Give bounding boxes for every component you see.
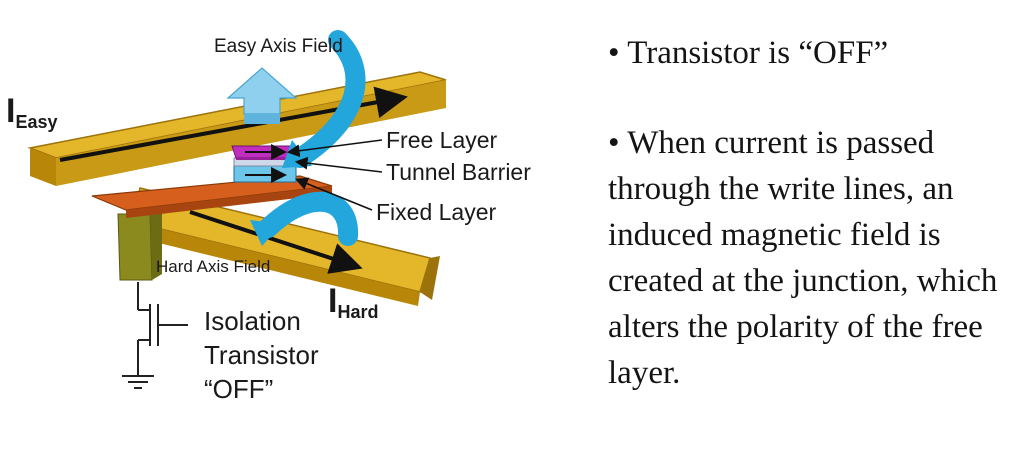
isolation-transistor-label-line1: Isolation — [204, 306, 301, 336]
isolation-transistor-label-line3: “OFF” — [204, 374, 273, 404]
bullet-transistor-off: • Transistor is “OFF” — [608, 35, 889, 71]
bottom-electrode-plate — [91, 175, 333, 218]
explanation-bullets: • Transistor is “OFF” • When current is … — [608, 30, 1008, 440]
ground-icon — [122, 375, 154, 389]
isolation-transistor-symbol — [137, 282, 188, 376]
tunnel-barrier-label: Tunnel Barrier — [386, 159, 531, 185]
fixed-layer-label: Fixed Layer — [376, 199, 497, 225]
isolation-transistor-label-line2: Transistor — [204, 340, 319, 370]
via-post — [117, 208, 162, 281]
curved-field-arrow-bottom — [250, 191, 358, 246]
i-hard-current-arrow — [189, 210, 363, 274]
hard-axis-field-label: Hard Axis Field — [156, 257, 270, 276]
free-layer-leader — [286, 139, 383, 158]
easy-axis-field-up-arrow — [226, 67, 298, 124]
fixed-layer-leader — [295, 177, 373, 211]
bullet-induced-field: • When current is passed through the wri… — [608, 125, 998, 391]
easy-axis-field-label: Easy Axis Field — [214, 36, 343, 57]
i-hard-label: IHard — [328, 282, 378, 322]
i-easy-label: IEasy — [6, 92, 58, 132]
mram-cell-diagram: Easy Axis Field IEasy Free Layer Tunnel … — [6, 30, 531, 404]
free-layer-label: Free Layer — [386, 127, 498, 153]
hard-write-line — [130, 187, 440, 306]
tunnel-barrier-leader — [294, 156, 383, 173]
